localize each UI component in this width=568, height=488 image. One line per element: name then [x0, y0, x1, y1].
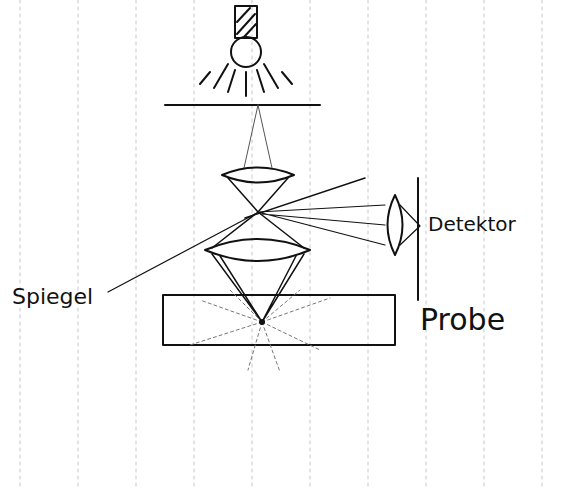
part-label: Spiegel [12, 284, 93, 309]
label-holder: Probe [420, 302, 505, 337]
label-holder: Spiegel [12, 284, 93, 309]
label-holder: Detektor [428, 212, 516, 236]
part-label: Probe [420, 302, 505, 337]
part-label: Detektor [428, 212, 516, 236]
